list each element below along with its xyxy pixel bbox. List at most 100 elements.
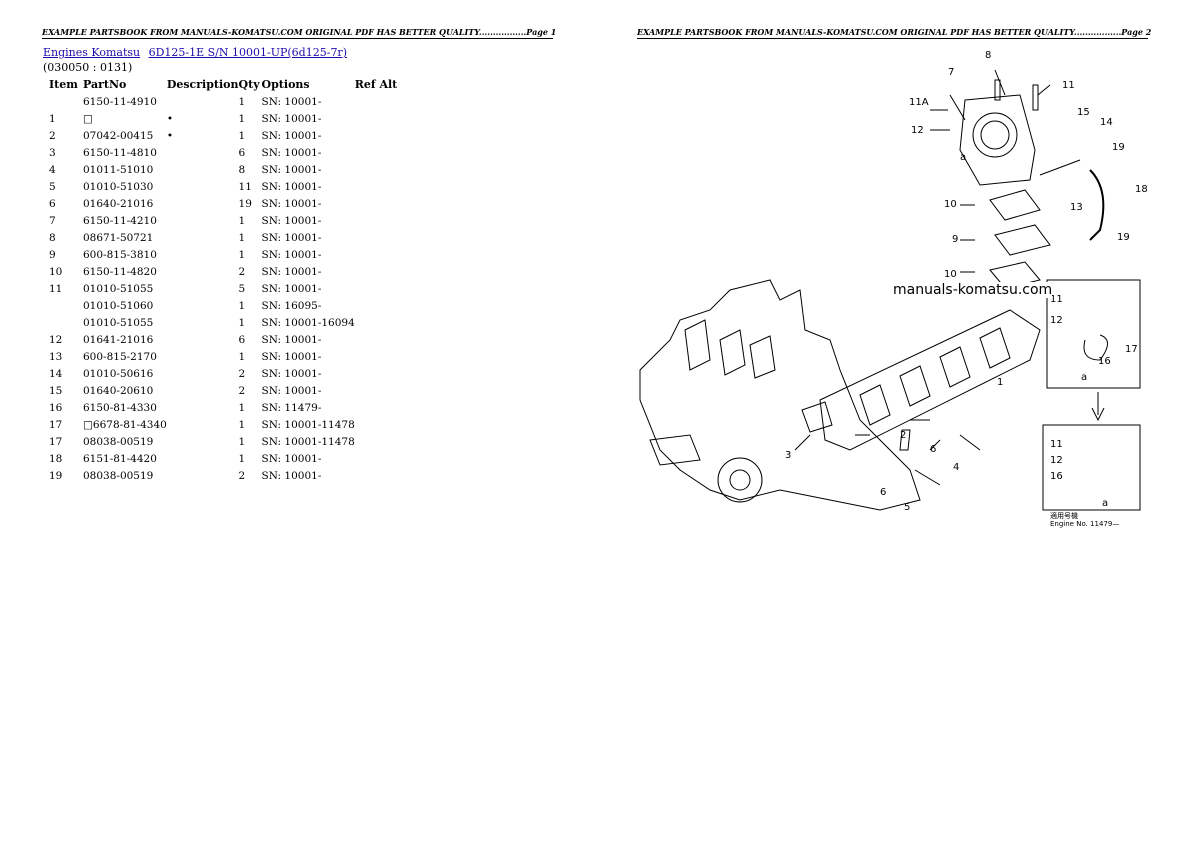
watermark-text: manuals-komatsu.com <box>893 282 1053 298</box>
cell-qty: 1 <box>238 299 246 312</box>
cell-ref-alt <box>355 229 405 246</box>
diagram-drawing: 8 7 11 11A 12 15 14 19 a 10 13 18 9 19 1… <box>639 50 1148 528</box>
cell-partno: 01010-51030 <box>83 180 154 193</box>
cell-qty: 1 <box>238 214 246 227</box>
cell-options: SN: 10001-11478 <box>261 435 355 448</box>
callout-a-c: a <box>1102 498 1108 509</box>
cell-options: SN: 16095- <box>261 299 322 312</box>
cell-description <box>167 382 239 399</box>
callout-10b: 10 <box>944 269 957 280</box>
cell-options: SN: 10001- <box>261 197 322 210</box>
callout-8: 8 <box>985 50 991 61</box>
callout-a-b: a <box>1081 372 1087 383</box>
cell-item: 19 <box>49 469 63 482</box>
cell-options: SN: 10001- <box>261 248 322 261</box>
cell-description <box>167 314 239 331</box>
cell-ref-alt <box>355 348 405 365</box>
cell-partno: 6150-11-4820 <box>83 265 157 278</box>
cell-description <box>167 144 239 161</box>
callout-6: 6 <box>930 444 936 455</box>
cell-ref-alt <box>355 280 405 297</box>
cell-qty: 11 <box>238 180 252 193</box>
callout-11b: 11 <box>1050 294 1063 305</box>
cell-options: SN: 10001- <box>261 214 322 227</box>
cell-item: 8 <box>49 231 56 244</box>
cell-ref-alt <box>355 450 405 467</box>
callout-16b: 16 <box>1050 471 1063 482</box>
cell-item: 10 <box>49 265 63 278</box>
cell-options: SN: 10001- <box>261 95 322 108</box>
breadcrumb-link-model[interactable]: 6D125-1E S/N 10001-UP(6d125-7r) <box>148 46 347 59</box>
cell-options: SN: 10001- <box>261 282 322 295</box>
callout-4: 4 <box>953 462 959 473</box>
callout-1: 1 <box>997 377 1003 388</box>
callout-a: a <box>960 152 966 163</box>
callout-17: 17 <box>1125 344 1138 355</box>
cell-ref-alt <box>355 178 405 195</box>
cell-item: 13 <box>49 350 63 363</box>
cell-partno: 01010-51055 <box>83 282 154 295</box>
cell-item: 15 <box>49 384 63 397</box>
cell-ref-alt <box>355 365 405 382</box>
callout-11a: 11A <box>909 97 929 108</box>
callout-12: 12 <box>911 125 924 136</box>
cell-partno: □6678-81-4340 <box>83 418 167 431</box>
engine-note-jp: 適用号機 <box>1050 511 1078 520</box>
callout-7: 7 <box>948 67 954 78</box>
cell-description <box>167 467 239 484</box>
cell-description <box>167 93 239 110</box>
cell-options: SN: 10001- <box>261 452 322 465</box>
cell-ref-alt <box>355 416 405 433</box>
cell-item: 11 <box>49 282 63 295</box>
callout-2: 2 <box>900 430 906 441</box>
callout-16: 16 <box>1098 356 1111 367</box>
exploded-parts-diagram: 8 7 11 11A 12 15 14 19 a 10 13 18 9 19 1… <box>630 40 1150 540</box>
breadcrumb: Engines Komatsu 6D125-1E S/N 10001-UP(6d… <box>43 46 352 59</box>
cell-ref-alt <box>355 467 405 484</box>
cell-options: SN: 10001- <box>261 146 322 159</box>
cell-qty: 1 <box>238 401 246 414</box>
cell-ref-alt <box>355 212 405 229</box>
cell-qty: 1 <box>238 452 246 465</box>
cell-description: • <box>166 129 174 142</box>
cell-ref-alt <box>355 331 405 348</box>
col-header-qty: Qty <box>238 78 260 91</box>
cell-item: 5 <box>49 180 56 193</box>
cell-qty: 8 <box>238 163 246 176</box>
cell-description <box>167 195 239 212</box>
cell-item: 2 <box>49 129 56 142</box>
breadcrumb-link-engines[interactable]: Engines Komatsu <box>43 46 141 59</box>
cell-item <box>44 93 83 110</box>
cell-qty: 6 <box>238 333 246 346</box>
cell-partno: 07042-00415 <box>83 129 154 142</box>
cell-qty: 5 <box>238 282 246 295</box>
cell-description <box>167 331 239 348</box>
col-header-item: Item <box>49 78 78 91</box>
callout-11: 11 <box>1062 80 1075 91</box>
cell-partno: 600-815-2170 <box>83 350 157 363</box>
page-2-header: EXAMPLE PARTSBOOK FROM MANUALS-KOMATSU.C… <box>637 27 1152 39</box>
callout-12b: 12 <box>1050 315 1063 326</box>
cell-description <box>167 348 239 365</box>
callout-9: 9 <box>952 234 958 245</box>
cell-description <box>167 365 239 382</box>
cell-options: SN: 10001-16094 <box>261 316 355 329</box>
cell-ref-alt <box>355 93 405 110</box>
cell-description <box>167 450 239 467</box>
cell-partno: 01010-51055 <box>83 316 154 329</box>
cell-partno: 08038-00519 <box>83 469 154 482</box>
cell-qty: 1 <box>238 316 246 329</box>
callout-10: 10 <box>944 199 957 210</box>
